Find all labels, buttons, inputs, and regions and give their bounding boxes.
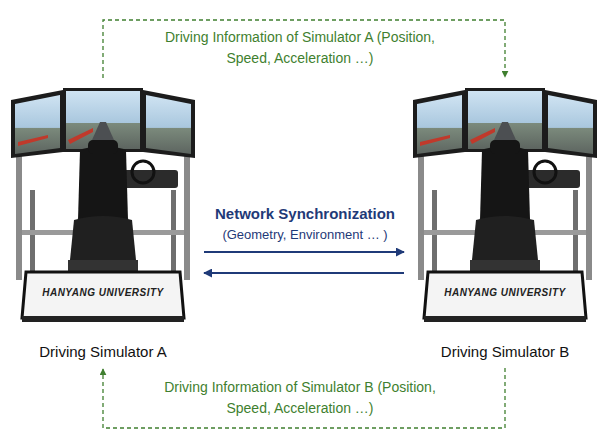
plate-text: HANYANG UNIVERSITY [410, 287, 600, 298]
dashed-arrow [103, 368, 505, 428]
dashed-arrow [103, 20, 505, 78]
node-caption: Driving Simulator B [390, 343, 608, 360]
simulator-node: HANYANG UNIVERSITYDriving Simulator A [8, 80, 198, 366]
sync-arrow [204, 272, 404, 274]
plate-text: HANYANG UNIVERSITY [8, 287, 198, 298]
node-caption: Driving Simulator A [0, 343, 218, 360]
sync-arrow [204, 251, 404, 253]
edge-label: Network Synchronization (Geometry, Envir… [205, 203, 405, 245]
edge-label: Driving Information of Simulator B (Posi… [150, 377, 450, 419]
simulator-node: HANYANG UNIVERSITYDriving Simulator B [410, 80, 600, 366]
edge-label: Driving Information of Simulator A (Posi… [150, 27, 450, 69]
